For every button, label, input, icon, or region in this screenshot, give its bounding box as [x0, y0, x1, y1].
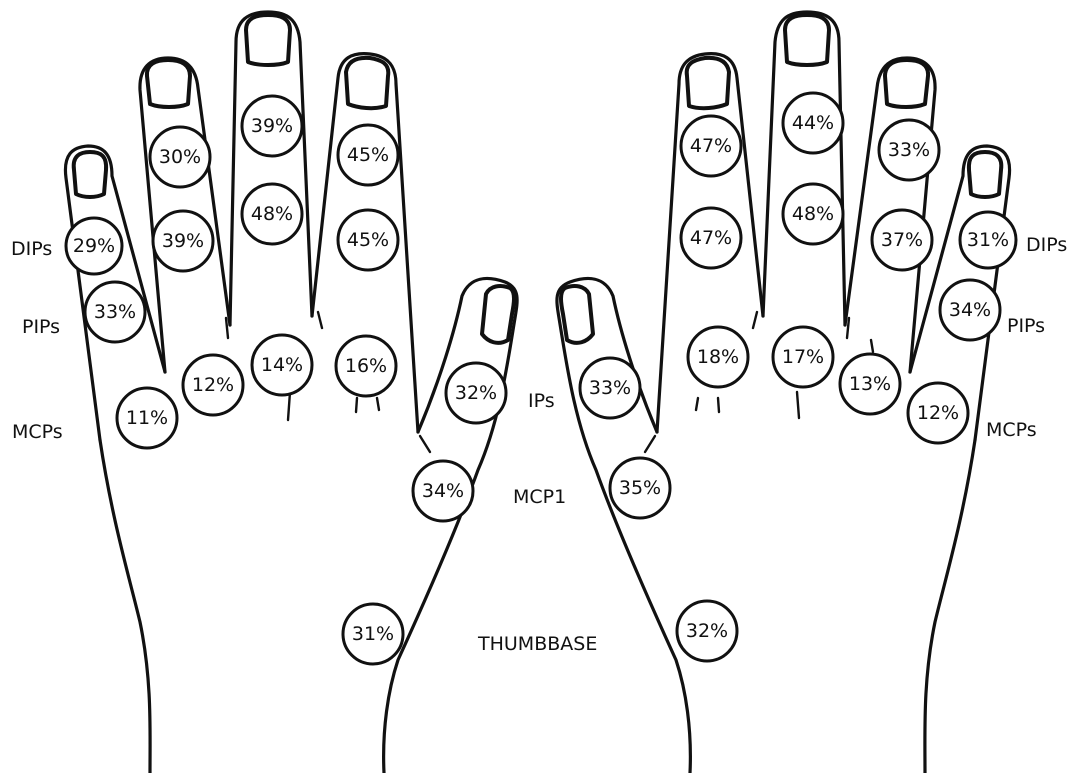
right-hand-creases	[643, 310, 875, 454]
right-mcps-label: MCPs	[986, 419, 1037, 441]
left-pips-label: PIPs	[22, 316, 60, 338]
right-ring-mcp-marker: 13%	[838, 352, 902, 416]
left-hand-nails	[71, 13, 516, 345]
right-thumb-ip-value: 33%	[589, 377, 631, 399]
left-index-mcp-value: 16%	[345, 355, 387, 377]
right-pips-label: PIPs	[1007, 315, 1045, 337]
left-ring-dip-marker: 30%	[148, 125, 212, 189]
left-little-pip-value: 33%	[94, 301, 136, 323]
left-middle-mcp-marker: 14%	[250, 333, 314, 397]
right-middle-pip-value: 48%	[792, 203, 834, 225]
right-index-pip-value: 47%	[690, 227, 732, 249]
right-index-dip-value: 47%	[690, 135, 732, 157]
left-ring-mcp-marker: 12%	[181, 353, 245, 417]
left-thumbbase-value: 31%	[352, 623, 394, 645]
right-ring-dip-marker: 33%	[877, 118, 941, 182]
right-little-dip-value: 31%	[967, 229, 1009, 251]
right-little-mcp-marker: 12%	[906, 381, 970, 445]
left-index-mcp-marker: 16%	[334, 334, 398, 398]
right-middle-mcp-value: 17%	[782, 346, 824, 368]
right-dips-label: DIPs	[1026, 234, 1067, 256]
right-thumb-mcp1-value: 35%	[619, 477, 661, 499]
left-dips-label: DIPs	[11, 238, 52, 260]
right-middle-pip-marker: 48%	[781, 182, 845, 246]
right-ring-pip-value: 37%	[881, 229, 923, 251]
right-index-dip-marker: 47%	[679, 114, 743, 178]
left-thumb-mcp1-value: 34%	[422, 480, 464, 502]
left-middle-pip-value: 48%	[251, 203, 293, 225]
left-middle-dip-marker: 39%	[240, 94, 304, 158]
right-thumbbase-marker: 32%	[675, 599, 739, 663]
left-hand-outline	[63, 10, 519, 773]
left-mcps-label: MCPs	[12, 421, 63, 443]
left-hand-creases	[224, 310, 432, 454]
left-ring-pip-marker: 39%	[151, 209, 215, 273]
left-middle-dip-value: 39%	[251, 115, 293, 137]
right-index-mcp-value: 18%	[697, 346, 739, 368]
mcp1-label: MCP1	[513, 486, 566, 508]
right-index-pip-marker: 47%	[679, 206, 743, 270]
left-ring-mcp-value: 12%	[192, 374, 234, 396]
left-little-mcp-marker: 11%	[115, 386, 179, 450]
right-middle-dip-marker: 44%	[781, 91, 845, 155]
left-thumbbase-marker: 31%	[341, 602, 405, 666]
right-middle-dip-value: 44%	[792, 112, 834, 134]
right-hand-nails	[559, 13, 1004, 345]
right-thumbbase-value: 32%	[686, 620, 728, 642]
ips-label: IPs	[528, 390, 555, 412]
right-ring-mcp-value: 13%	[849, 373, 891, 395]
left-little-dip-value: 29%	[73, 235, 115, 257]
left-little-pip-marker: 33%	[83, 280, 147, 344]
right-little-pip-marker: 34%	[938, 278, 1002, 342]
left-thumb-ip-value: 32%	[455, 382, 497, 404]
left-middle-mcp-value: 14%	[261, 354, 303, 376]
left-thumb-ip-marker: 32%	[444, 361, 508, 425]
left-index-pip-marker: 45%	[336, 208, 400, 272]
left-middle-pip-marker: 48%	[240, 182, 304, 246]
left-little-mcp-value: 11%	[126, 407, 168, 429]
left-index-dip-marker: 45%	[336, 123, 400, 187]
right-hand	[555, 10, 1012, 773]
left-index-pip-value: 45%	[347, 229, 389, 251]
right-ring-pip-marker: 37%	[870, 208, 934, 272]
right-little-pip-value: 34%	[949, 299, 991, 321]
thumbbase-label: THUMBBASE	[477, 633, 597, 655]
right-thumb-mcp1-marker: 35%	[608, 456, 672, 520]
left-ring-pip-value: 39%	[162, 230, 204, 252]
right-little-mcp-value: 12%	[917, 402, 959, 424]
left-index-dip-value: 45%	[347, 144, 389, 166]
left-little-dip-marker: 29%	[64, 216, 124, 276]
left-hand	[63, 10, 519, 773]
right-little-dip-marker: 31%	[958, 210, 1018, 270]
right-ring-dip-value: 33%	[888, 139, 930, 161]
left-ring-dip-value: 30%	[159, 146, 201, 168]
left-thumb-mcp1-marker: 34%	[411, 459, 475, 523]
right-middle-mcp-marker: 17%	[771, 325, 835, 389]
right-index-mcp-marker: 18%	[686, 325, 750, 389]
right-thumb-ip-marker: 33%	[578, 356, 642, 420]
